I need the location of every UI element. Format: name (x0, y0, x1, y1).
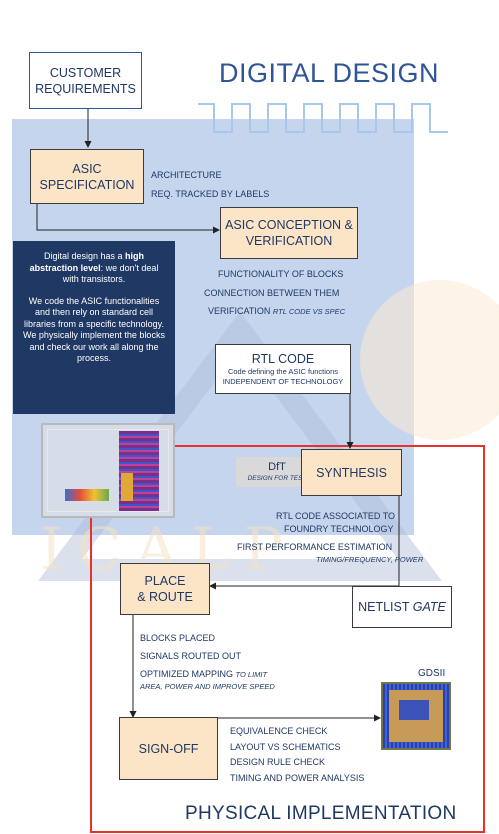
dft-title: DfT (268, 461, 286, 473)
rtl-code-line2: INDEPENDENT OF TECHNOLOGY (222, 377, 344, 386)
spec-note-architecture: ARCHITECTURE (151, 170, 222, 180)
pr-note-signals: SIGNALS ROUTED OUT (140, 651, 242, 661)
asic-conception-line2: VERIFICATION (245, 234, 333, 248)
gdsii-chip-image (381, 682, 451, 750)
rtl-code-box[interactable]: RTL CODE Code defining the ASIC function… (215, 344, 351, 394)
optimized-label: OPTIMIZED MAPPING (140, 669, 234, 679)
signoff-note-timing-power: TIMING AND POWER ANALYSIS (230, 773, 365, 783)
asic-specification-line2: SPECIFICATION (39, 177, 135, 192)
pr-note-optimized: OPTIMIZED MAPPING TO LIMIT (140, 668, 267, 681)
rtl-code-title: RTL CODE (251, 352, 315, 366)
signoff-note-lvs: LAYOUT VS SCHEMATICS (230, 742, 341, 752)
explainer-paragraph-2: We code the ASIC functionalities and the… (23, 295, 165, 364)
signoff-note-drc: DESIGN RULE CHECK (230, 757, 326, 767)
synthesis-box[interactable]: SYNTHESIS (301, 449, 402, 496)
conception-note-connection: CONNECTION BETWEEN THEM (204, 288, 340, 298)
pr-note-optimized-2: AREA, POWER AND IMPROVE SPEED (140, 682, 275, 691)
physical-implementation-title: PHYSICAL IMPLEMENTATION (185, 803, 457, 824)
synthesis-label: SYNTHESIS (316, 465, 387, 480)
synthesis-note-performance: FIRST PERFORMANCE ESTIMATION (237, 542, 393, 552)
signoff-box[interactable]: SIGN-OFF (119, 717, 218, 780)
netlist-label: NETLIST (358, 600, 410, 614)
chip-layout-image (41, 423, 175, 518)
asic-specification-box[interactable]: ASIC SPECIFICATION (30, 149, 144, 204)
asic-specification-line1: ASIC (72, 161, 102, 176)
asic-conception-line1: ASIC CONCEPTION & (225, 218, 353, 232)
synthesis-note-timing: TIMING/FREQUENCY, POWER (316, 555, 424, 564)
verification-italic: RTL CODE VS SPEC (272, 307, 346, 316)
dft-subtitle: DESIGN FOR TEST (247, 475, 307, 482)
synthesis-note-rtl: RTL CODE ASSOCIATED TO (276, 511, 396, 521)
conception-note-functionality: FUNCTIONALITY OF BLOCKS (218, 269, 344, 279)
place-route-line2: & ROUTE (137, 590, 193, 604)
netlist-italic: GATE (412, 600, 446, 614)
explainer-paragraph-1: Digital design has a high abstraction le… (29, 251, 159, 284)
physical-implementation-frame (90, 445, 485, 833)
gdsii-label: GDSII (418, 668, 446, 679)
place-route-line1: PLACE (144, 574, 186, 588)
netlist-box[interactable]: NETLIST GATE (352, 586, 452, 628)
explainer-box: Digital design has a high abstraction le… (13, 241, 175, 414)
signoff-label: SIGN-OFF (138, 741, 199, 756)
spec-note-requirements: REQ. TRACKED BY LABELS (151, 189, 270, 199)
square-wave-graphic (198, 103, 448, 133)
verification-label: VERIFICATION (208, 306, 271, 316)
rtl-code-line1: Code defining the ASIC functions (227, 367, 339, 376)
optimized-italic-1: TO LIMIT (235, 670, 268, 679)
customer-requirements-line1: CUSTOMER (49, 65, 122, 80)
asic-conception-box[interactable]: ASIC CONCEPTION & VERIFICATION (220, 207, 358, 259)
place-route-box[interactable]: PLACE & ROUTE (120, 563, 210, 615)
customer-requirements-box[interactable]: CUSTOMER REQUIREMENTS (29, 52, 142, 109)
digital-design-title: DIGITAL DESIGN (219, 58, 440, 88)
customer-requirements-line2: REQUIREMENTS (35, 81, 136, 96)
conception-note-verification: VERIFICATION RTL CODE VS SPEC (208, 305, 345, 318)
synthesis-note-foundry: FOUNDRY TECHNOLOGY (284, 524, 394, 534)
pr-note-blocks: BLOCKS PLACED (140, 633, 216, 643)
signoff-note-equivalence: EQUIVALENCE CHECK (230, 726, 328, 736)
